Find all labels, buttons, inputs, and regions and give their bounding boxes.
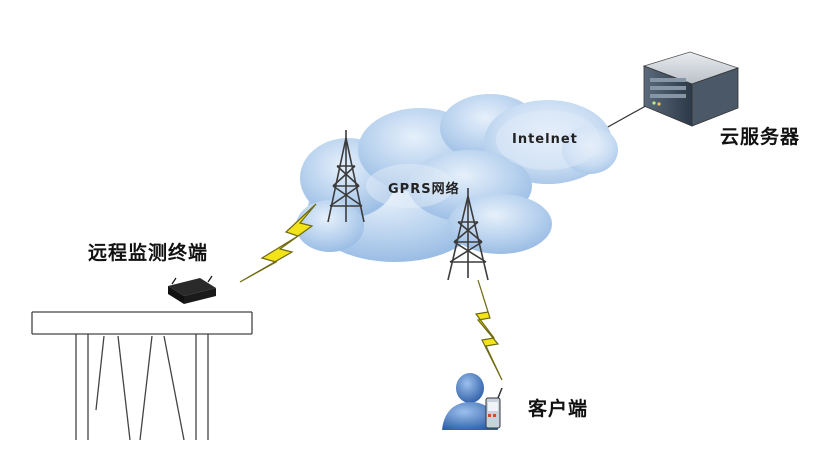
monitor-device-icon <box>168 275 216 304</box>
lightning-bolt-icon <box>474 279 503 381</box>
remote-terminal-label: 远程监测终端 <box>88 242 209 264</box>
tower-icon <box>447 188 489 281</box>
server-icon <box>642 51 740 127</box>
person-icon <box>442 373 498 430</box>
handheld-device-icon <box>485 387 503 429</box>
lightning-bolt-icon <box>239 203 317 283</box>
client-label: 客户端 <box>528 398 589 420</box>
network-cloud <box>296 94 618 262</box>
internet-cloud-label: Intelnet <box>512 132 578 147</box>
gprs-network-label: GPRS网络 <box>388 182 460 197</box>
tower-icon <box>327 130 365 223</box>
cloud-server-label: 云服务器 <box>720 126 801 148</box>
bridge-icon <box>31 311 253 441</box>
